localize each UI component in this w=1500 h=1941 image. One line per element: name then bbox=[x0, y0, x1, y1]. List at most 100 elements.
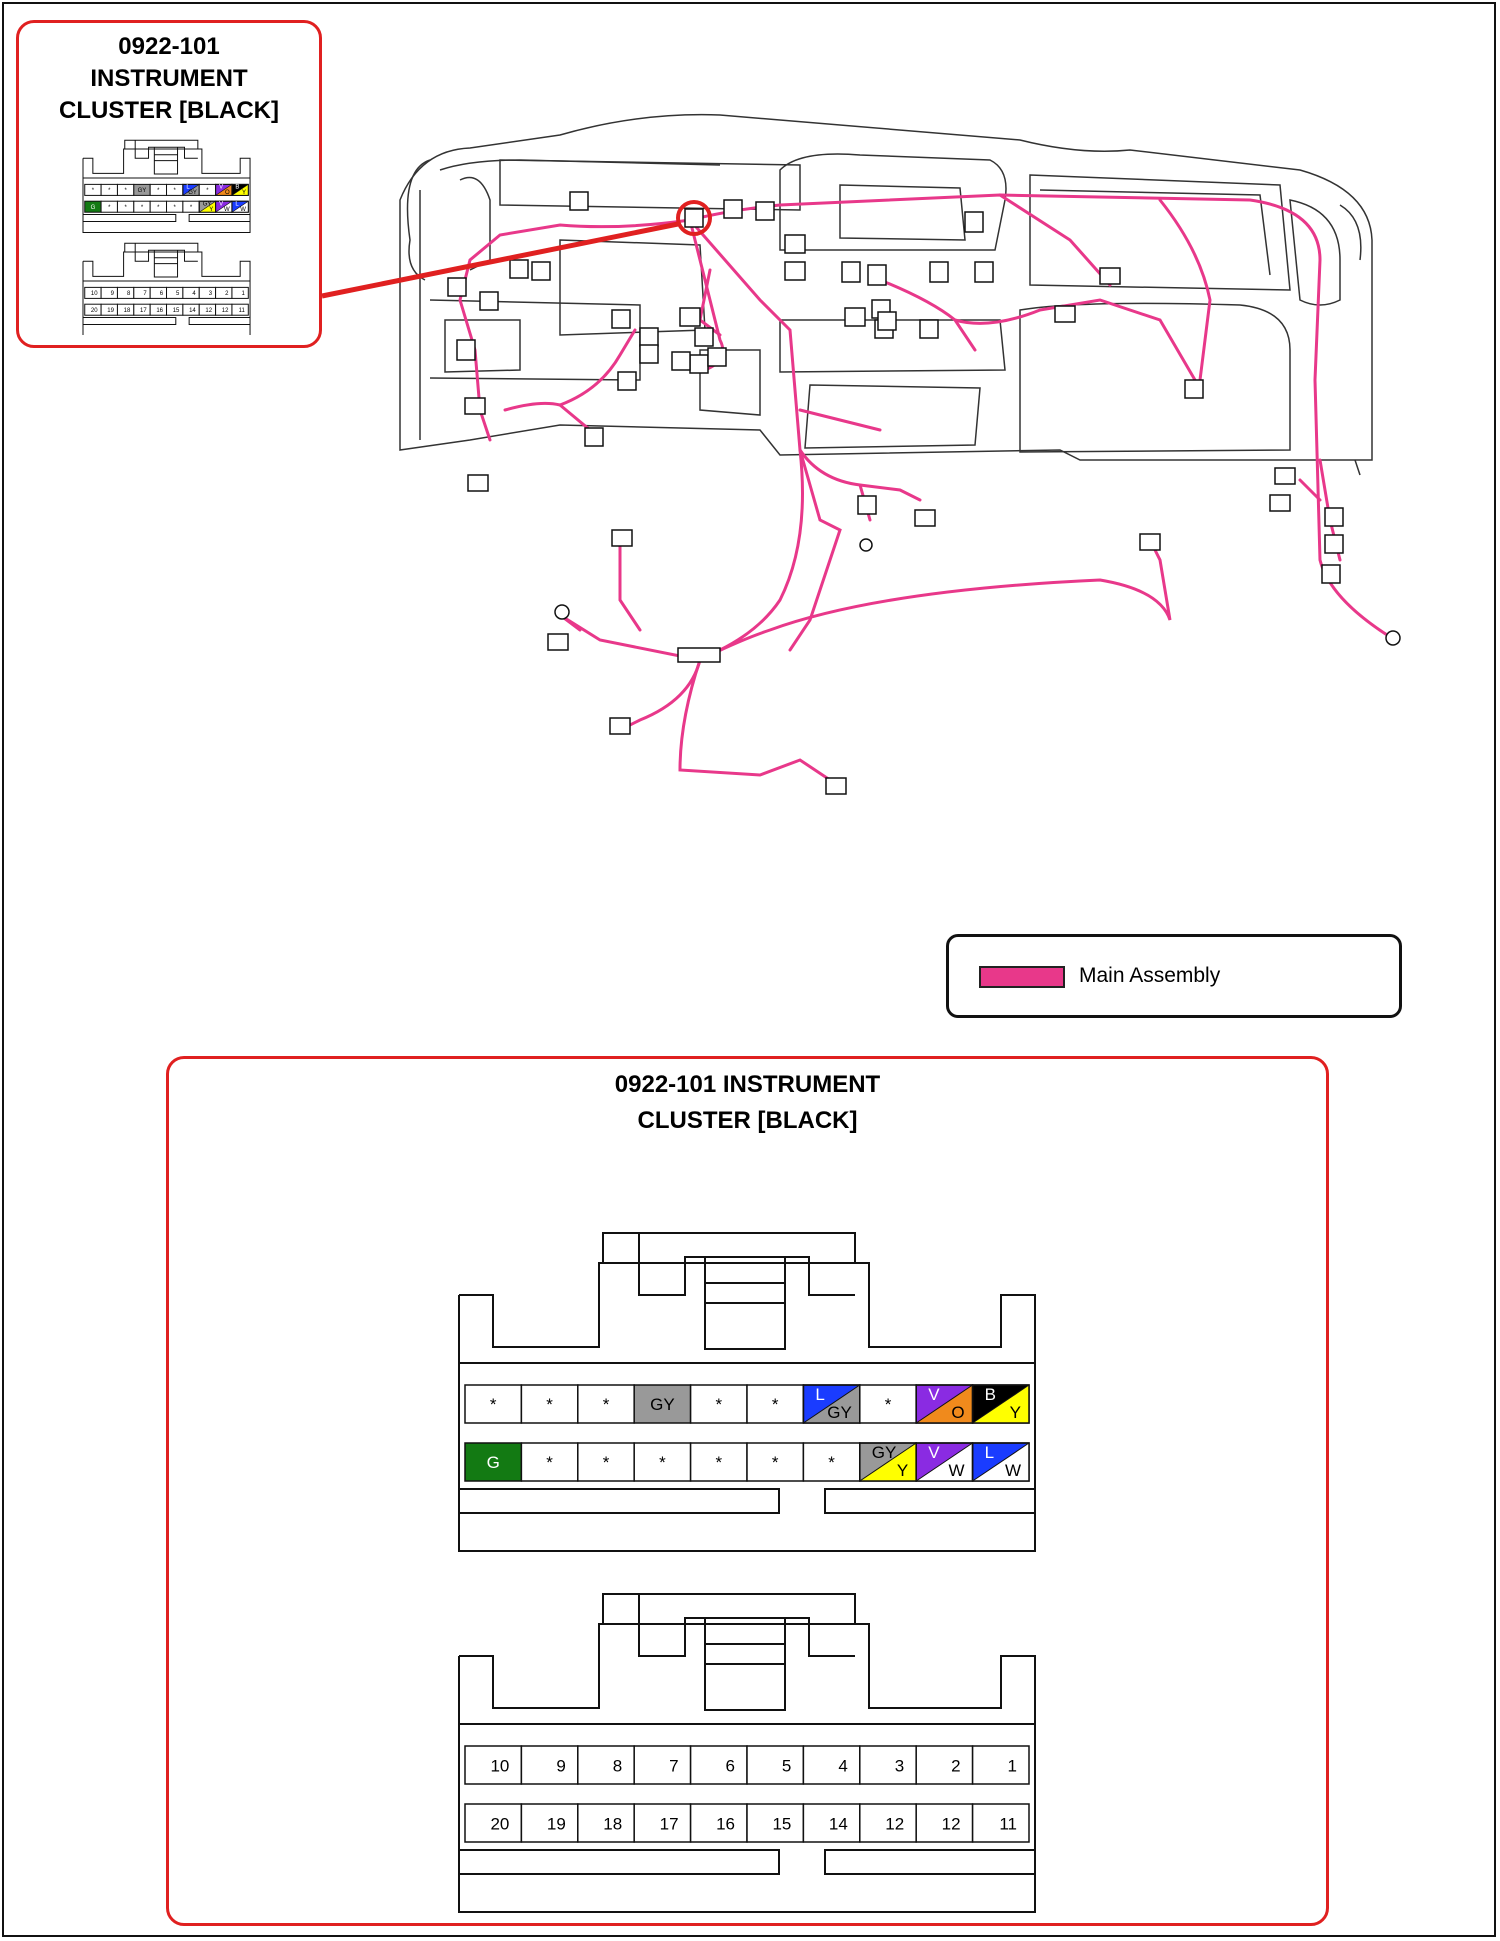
wire-color-cell: * bbox=[520, 1384, 579, 1424]
inset-title: 0922-101 INSTRUMENT CLUSTER [BLACK] bbox=[19, 31, 319, 127]
connector-symbols bbox=[447, 191, 1401, 795]
connector-lock-tab bbox=[638, 1594, 855, 1657]
wire-color-code: * bbox=[715, 1453, 722, 1472]
pin-number: 12 bbox=[205, 308, 212, 314]
pin-number: 16 bbox=[156, 308, 163, 314]
wire-color-code: * bbox=[124, 205, 127, 211]
pin-number: 3 bbox=[209, 291, 213, 297]
wire-color-code-2: Y bbox=[1010, 1403, 1021, 1422]
connector-base-left bbox=[459, 1488, 780, 1514]
pin-number-cell: 19 bbox=[520, 1803, 579, 1843]
pin-number: 2 bbox=[951, 1756, 960, 1775]
wire-color-cell: LGY bbox=[802, 1384, 861, 1424]
wire-color-cell: * bbox=[689, 1384, 748, 1424]
wire-color-code: L bbox=[186, 185, 190, 191]
wire-color-code: V bbox=[219, 185, 223, 191]
wire-color-code: * bbox=[828, 1453, 835, 1472]
pin-number-cell: 12 bbox=[859, 1803, 917, 1843]
connector-title-line-1: 0922-101 INSTRUMENT bbox=[614, 1071, 881, 1098]
pin-number: 1 bbox=[241, 291, 245, 297]
pin-number: 19 bbox=[547, 1814, 566, 1833]
pin-number: 6 bbox=[160, 291, 164, 297]
wire-color-cell: VO bbox=[915, 1384, 974, 1424]
connector-latch bbox=[602, 1232, 856, 1263]
connector-base-left bbox=[459, 1849, 780, 1875]
pin-number: 12 bbox=[222, 308, 229, 314]
connector-lock-tab bbox=[134, 140, 198, 159]
wire-color-cell: * bbox=[746, 1384, 805, 1424]
wire-color-code: * bbox=[190, 205, 193, 211]
wire-color-code: * bbox=[108, 188, 111, 194]
wire-color-code: GY bbox=[203, 202, 212, 208]
wire-color-cell: GYY bbox=[859, 1442, 917, 1482]
wire-color-cell: * bbox=[689, 1442, 748, 1482]
wire-color-code: * bbox=[206, 188, 209, 194]
wire-color-code: * bbox=[174, 205, 177, 211]
pin-number-cell: 11 bbox=[971, 1803, 1030, 1843]
wire-color-cell: VW bbox=[915, 1442, 974, 1482]
connector-housing bbox=[82, 148, 251, 234]
wire-color-cell: * bbox=[577, 1384, 635, 1424]
pin-number-cell: 14 bbox=[802, 1803, 861, 1843]
connector-latch bbox=[124, 242, 199, 252]
wire-color-code: GY bbox=[872, 1443, 897, 1462]
pin-number: 19 bbox=[107, 308, 114, 314]
harness-wires bbox=[458, 193, 1397, 782]
pin-number-cell: 1 bbox=[231, 286, 249, 299]
connector-housing bbox=[458, 1262, 1036, 1552]
pin-number: 20 bbox=[91, 308, 98, 314]
pin-number: 9 bbox=[111, 291, 115, 297]
connector-title-line-2: CLUSTER [BLACK] bbox=[637, 1107, 858, 1134]
inset-title-line-3: CLUSTER [BLACK] bbox=[59, 97, 279, 124]
wire-color-cell: * bbox=[577, 1442, 635, 1482]
pin-number-cell: 7 bbox=[633, 1745, 692, 1785]
pin-number-cell: 1 bbox=[971, 1745, 1030, 1785]
wire-color-code-2: W bbox=[224, 207, 230, 213]
pin-number: 7 bbox=[669, 1756, 678, 1775]
wire-color-code: V bbox=[928, 1443, 940, 1462]
pin-number: 1 bbox=[1008, 1756, 1017, 1775]
pin-number-cell: 6 bbox=[689, 1745, 748, 1785]
wire-color-code-2: Y bbox=[897, 1461, 908, 1480]
wire-color-code: * bbox=[772, 1453, 779, 1472]
wire-color-code: L bbox=[985, 1443, 994, 1462]
pin-number: 11 bbox=[239, 308, 246, 314]
pin-number: 3 bbox=[895, 1756, 904, 1775]
connector-lock-tab bbox=[134, 243, 198, 262]
wire-color-code: L bbox=[235, 202, 239, 208]
connector-housing bbox=[82, 251, 251, 335]
wire-color-code: B bbox=[235, 185, 239, 191]
pin-number-cell: 11 bbox=[231, 303, 249, 316]
wire-color-code: * bbox=[772, 1395, 779, 1414]
wire-color-code: L bbox=[815, 1385, 824, 1404]
wire-color-code-2: W bbox=[1005, 1461, 1021, 1480]
wire-color-cell: * bbox=[802, 1442, 861, 1482]
wire-color-cell: BY bbox=[231, 183, 249, 196]
connector-latch bbox=[602, 1593, 856, 1624]
wire-color-code: * bbox=[174, 188, 177, 194]
wire-color-code: * bbox=[108, 205, 111, 211]
connector-base-right bbox=[824, 1849, 1035, 1875]
connector-base-right bbox=[188, 214, 251, 222]
wire-color-cell: BY bbox=[971, 1384, 1030, 1424]
pin-number: 20 bbox=[490, 1814, 509, 1833]
pin-number-cell: 5 bbox=[746, 1745, 805, 1785]
wire-color-cell: * bbox=[633, 1442, 692, 1482]
wire-color-cell: * bbox=[520, 1442, 579, 1482]
wire-color-code: GY bbox=[138, 188, 147, 194]
connector-housing bbox=[458, 1623, 1036, 1913]
pin-number-cell: 20 bbox=[464, 1803, 523, 1843]
connector-base-left bbox=[83, 214, 177, 222]
pin-number: 6 bbox=[726, 1756, 735, 1775]
wire-color-cell: GY bbox=[633, 1384, 692, 1424]
connector-base-left bbox=[83, 317, 177, 325]
pin-number: 7 bbox=[143, 291, 147, 297]
wire-color-cell: * bbox=[746, 1442, 805, 1482]
pin-number: 2 bbox=[225, 291, 229, 297]
wire-color-code: * bbox=[157, 205, 160, 211]
wire-color-code: GY bbox=[650, 1395, 675, 1414]
pin-number-cell: 3 bbox=[859, 1745, 917, 1785]
